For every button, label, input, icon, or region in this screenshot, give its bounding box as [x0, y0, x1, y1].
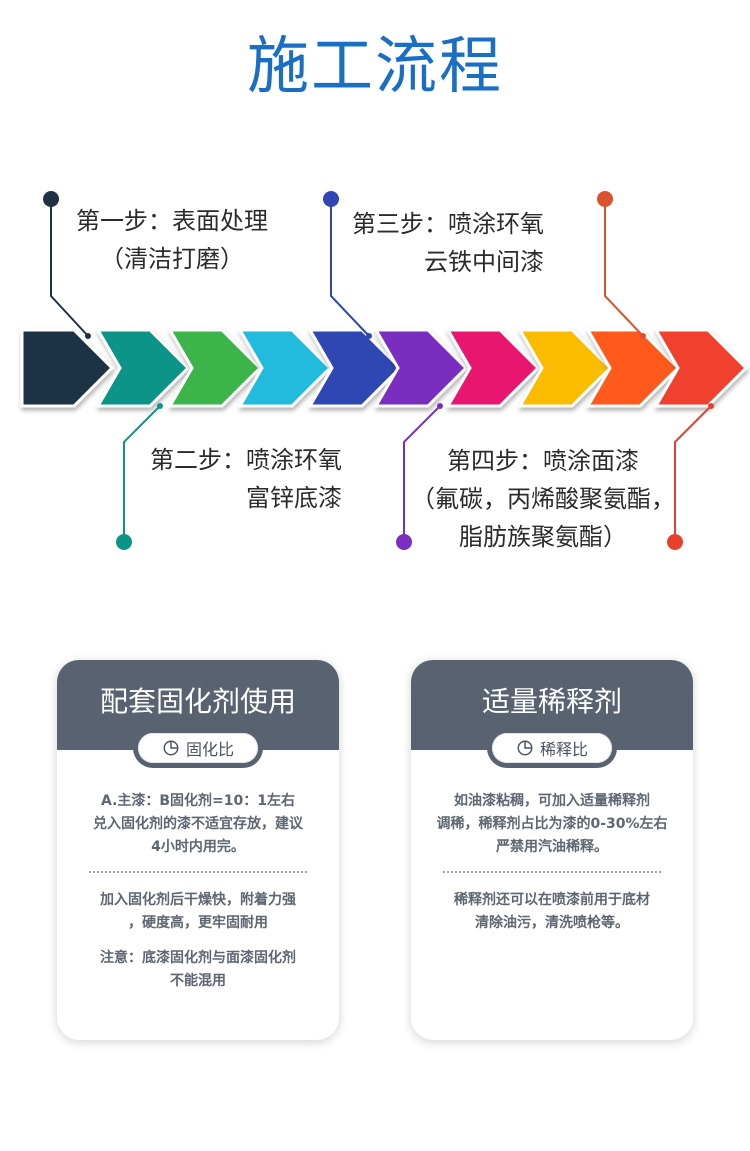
- hardener-para-1-line-3: 4小时内用完。: [151, 839, 245, 855]
- chevron-arrow-3: [167, 328, 263, 408]
- chevron-arrow-2: [95, 328, 191, 408]
- connector-dot-6: [667, 534, 683, 550]
- thinner-ratio-pill: 稀释比: [487, 728, 617, 768]
- connector-dot-1: [43, 191, 59, 207]
- thinner-para-1-line-1: 如油漆粘稠，可加入适量稀释剂: [454, 793, 650, 809]
- step-2-text: 第二步：喷涂环氧 富锌底漆: [150, 441, 342, 517]
- step-1-line-1: 第一步：表面处理: [76, 207, 268, 235]
- hardener-para-1-line-2: 兑入固化剂的漆不适宜存放，建议: [93, 816, 303, 832]
- connector-line-1: [50, 199, 89, 337]
- chevron-arrow-6: [373, 328, 469, 408]
- pie-chart-icon: [163, 740, 179, 756]
- step-1-line-2: （清洁打磨）: [100, 245, 244, 273]
- thinner-para-1: 如油漆粘稠，可加入适量稀释剂 调稀，稀释剂占比为漆的0-30%左右 严禁用汽油稀…: [411, 790, 693, 859]
- step-2-line-1: 第二步：喷涂环氧: [150, 446, 342, 474]
- hardener-card-header: 配套固化剂使用 固化比: [57, 660, 339, 768]
- hardener-para-3: 注意：底漆固化剂与面漆固化剂 不能混用: [57, 947, 339, 993]
- connector-end-5: [640, 333, 646, 339]
- connector-end-2: [157, 403, 163, 409]
- pie-chart-icon: [517, 740, 533, 756]
- step-3-line-2: 云铁中间漆: [424, 248, 544, 276]
- step-4-text: 第四步：喷涂面漆 （氟碳，丙烯酸聚氨酯， 脂肪族聚氨酯）: [408, 442, 678, 556]
- hardener-para-2-line-1: 加入固化剂后干燥快，附着力强: [100, 892, 296, 908]
- connector-line-2: [123, 405, 161, 542]
- connector-dot-2: [116, 534, 132, 550]
- thinner-para-1-line-2: 调稀，稀释剂占比为漆的0-30%左右: [436, 816, 668, 832]
- hardener-para-3-line-2: 不能混用: [170, 973, 226, 989]
- step-4-line-1: 第四步：喷涂面漆: [447, 447, 639, 475]
- connector-line-4: [403, 405, 441, 542]
- hardener-card-title: 配套固化剂使用: [99, 685, 296, 718]
- chevron-arrow-1: [20, 328, 115, 408]
- thinner-card-title: 适量稀释剂: [481, 685, 622, 718]
- thinner-card: 适量稀释剂 稀释比 如油漆粘稠，可加入适量稀释剂 调稀，稀释剂占比为漆的0-30…: [411, 660, 693, 1040]
- step-3-line-1: 第三步：喷涂环氧: [352, 210, 544, 238]
- connector-end-1: [85, 333, 91, 339]
- connector-end-3: [366, 333, 372, 339]
- thinner-para-2: 稀释剂还可以在喷漆前用于底材 清除油污，清洗喷枪等。: [411, 889, 693, 935]
- chevron-arrow-4: [237, 328, 333, 408]
- connector-dot-4: [396, 534, 412, 550]
- hardener-para-3-line-1: 注意：底漆固化剂与面漆固化剂: [100, 950, 296, 966]
- connector-end-6: [708, 403, 714, 409]
- hardener-para-1: A.主漆：B固化剂=10：1左右 兑入固化剂的漆不适宜存放，建议 4小时内用完。: [57, 790, 339, 859]
- connector-end-4: [437, 403, 443, 409]
- connector-dot-5: [597, 191, 613, 207]
- dotted-divider: [89, 871, 307, 873]
- step-4-line-2: （氟碳，丙烯酸聚氨酯，: [411, 485, 675, 513]
- thinner-ratio-label: 稀释比: [539, 740, 588, 759]
- connector-line-6: [674, 405, 712, 542]
- page-title: 施工流程: [246, 29, 503, 102]
- connector-line-5: [604, 199, 644, 337]
- hardener-para-2-line-2: ，硬度高，更牢固耐用: [128, 915, 268, 931]
- connector-dot-3: [323, 191, 339, 207]
- thinner-card-header: 适量稀释剂 稀释比: [411, 660, 693, 768]
- dotted-divider: [443, 871, 661, 873]
- thinner-para-2-line-1: 稀释剂还可以在喷漆前用于底材: [454, 892, 650, 908]
- thinner-card-body: 如油漆粘稠，可加入适量稀释剂 调稀，稀释剂占比为漆的0-30%左右 严禁用汽油稀…: [411, 790, 693, 947]
- hardener-card-body: A.主漆：B固化剂=10：1左右 兑入固化剂的漆不适宜存放，建议 4小时内用完。…: [57, 790, 339, 1005]
- step-4-line-3: 脂肪族聚氨酯）: [459, 523, 627, 551]
- chevron-arrow-9: [585, 328, 681, 408]
- hardener-ratio-pill: 固化比: [133, 728, 263, 768]
- chevron-arrow-7: [445, 328, 541, 408]
- chevron-arrow-8: [517, 328, 613, 408]
- process-timeline: [20, 191, 749, 550]
- step-1-text: 第一步：表面处理 （清洁打磨）: [76, 202, 268, 278]
- hardener-ratio-label: 固化比: [185, 740, 234, 759]
- hardener-para-1-line-1: A.主漆：B固化剂=10：1左右: [100, 793, 296, 809]
- thinner-para-2-line-2: 清除油污，清洗喷枪等。: [475, 915, 629, 931]
- thinner-para-1-line-3: 严禁用汽油稀释。: [496, 839, 608, 855]
- step-2-line-2: 富锌底漆: [246, 484, 342, 512]
- hardener-card: 配套固化剂使用 固化比 A.主漆：B固化剂=10：1左右 兑入固化剂的漆不适宜存…: [57, 660, 339, 1040]
- step-3-text: 第三步：喷涂环氧 云铁中间漆: [352, 205, 544, 281]
- hardener-para-2: 加入固化剂后干燥快，附着力强 ，硬度高，更牢固耐用: [57, 889, 339, 935]
- connector-line-3: [330, 199, 370, 337]
